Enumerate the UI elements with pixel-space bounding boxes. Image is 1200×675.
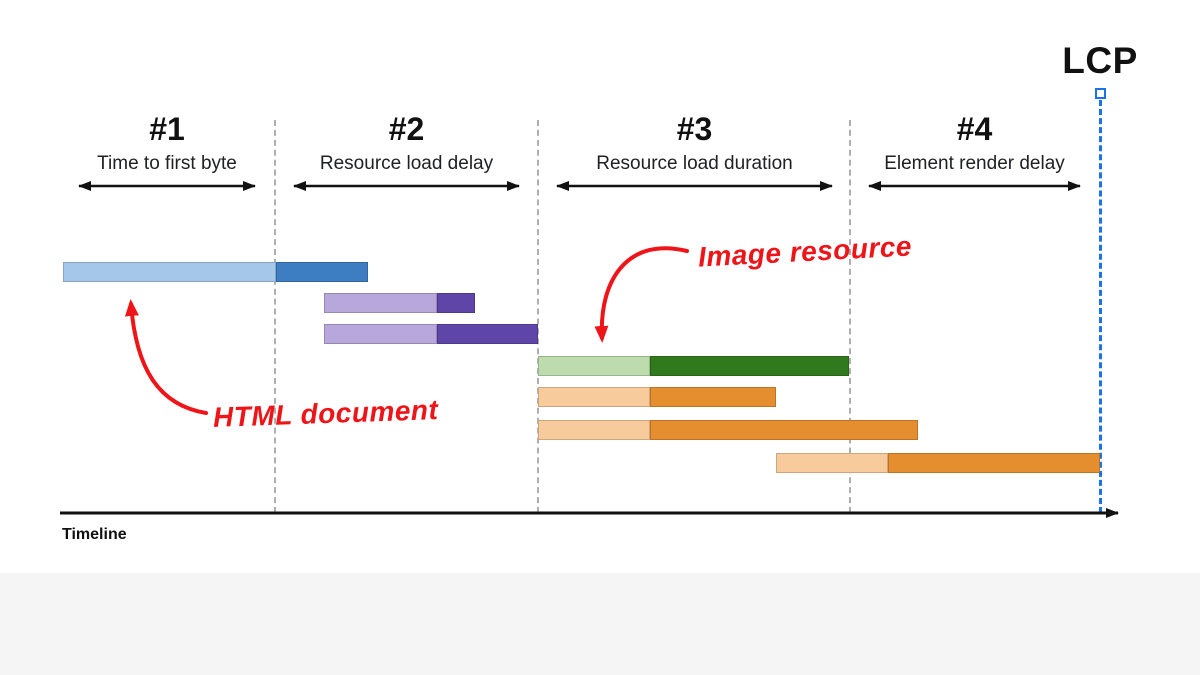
phase-4-number: #4 [956,111,993,147]
annotation-html-document: HTML document [212,394,439,433]
phase-2-label: Resource load delay [319,153,494,174]
bar-script-3-dark [888,453,1100,473]
bar-stylesheet-1-dark [437,293,475,313]
bar-script-1-light [538,387,650,407]
html-document-arrow [124,299,208,415]
lcp-dashed-line [1098,100,1102,513]
lcp-label: LCP [1062,40,1138,81]
bar-script-2-dark [650,420,918,440]
divider-1 [274,120,276,513]
bar-document-light [63,262,276,282]
divider-3 [849,120,851,513]
phase-2-number: #2 [388,111,425,147]
bar-image-light [538,356,650,376]
bar-document-dark [276,262,368,282]
phase-1-number: #1 [149,111,185,147]
divider-2 [537,120,539,513]
legend-panel: DocumentStylesheetScriptImage [0,573,1200,675]
bar-script-1-dark [650,387,776,407]
phase-4-label: Element render delay [884,153,1065,174]
bar-stylesheet-2-dark [437,324,538,344]
phase-2: #2 Resource load delay [281,110,532,175]
lcp-marker-square-icon [1094,88,1106,99]
bar-image-dark [650,356,849,376]
phase-3-label: Resource load duration [596,153,793,174]
image-resource-arrow [594,246,689,343]
timeline-label: Timeline [62,526,127,543]
phase-3: #3 Resource load duration [544,110,845,175]
phase-3-number: #3 [676,111,713,147]
bar-stylesheet-2-light [324,324,437,344]
phase-1-label: Time to first byte [97,153,237,174]
phase-1: #1 Time to first byte [66,110,268,175]
annotation-image-resource: Image resource [697,230,913,273]
bar-script-2-light [538,420,650,440]
bar-script-3-light [776,453,888,473]
bar-stylesheet-1-light [324,293,437,313]
phase-4: #4 Element render delay [856,110,1093,175]
